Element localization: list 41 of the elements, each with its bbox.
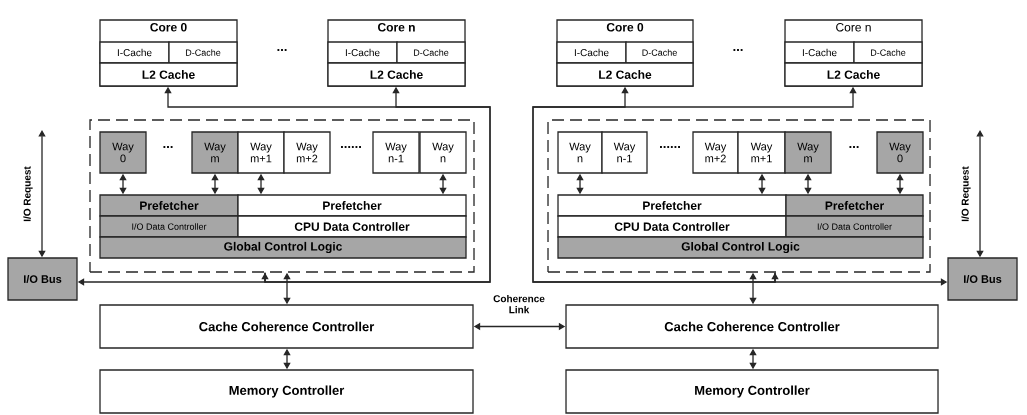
- dashed-box: [89, 119, 475, 273]
- way-box: Way m+2: [692, 131, 739, 174]
- cache-cell: D-Cache: [625, 41, 694, 64]
- ellipsis: ...: [733, 49, 743, 51]
- way-box: Way n: [419, 131, 467, 174]
- controller-box: I/O Data Controller: [99, 215, 239, 238]
- edge-label: I/O Request: [23, 166, 33, 222]
- way-box: Way m+1: [237, 131, 285, 174]
- controller-box: CPU Data Controller: [557, 215, 787, 238]
- way-box: Way m+1: [737, 131, 786, 174]
- prefetcher-box: Prefetcher: [557, 194, 787, 217]
- controller-box: I/O Data Controller: [785, 215, 924, 238]
- controller-box: Cache Coherence Controller: [565, 304, 939, 349]
- way-box: Way m+2: [283, 131, 331, 174]
- dashed-box: [547, 119, 931, 273]
- way-box: Way 0: [876, 131, 924, 174]
- way-box: Way n-1: [601, 131, 648, 174]
- way-box: Way n-1: [372, 131, 420, 174]
- bus-box: I/O Bus: [947, 257, 1018, 301]
- prefetcher-box: Prefetcher: [785, 194, 924, 217]
- bus-box: I/O Bus: [7, 257, 78, 301]
- controller-box: Memory Controller: [99, 369, 474, 414]
- way-box: Way n: [557, 131, 603, 174]
- ellipsis: ...: [163, 146, 173, 148]
- ellipsis: ......: [660, 146, 680, 148]
- prefetcher-box: Prefetcher: [237, 194, 467, 217]
- prefetcher-box: Prefetcher: [99, 194, 239, 217]
- controller-box: Memory Controller: [565, 369, 939, 414]
- cache-cell: D-Cache: [853, 41, 923, 64]
- cache-cell: D-Cache: [168, 41, 238, 64]
- edge-label: I/O Request: [961, 166, 971, 222]
- ellipsis: ......: [341, 146, 361, 148]
- controller-box: CPU Data Controller: [237, 215, 467, 238]
- way-box: Way m: [784, 131, 832, 174]
- way-box: Way m: [191, 131, 239, 174]
- ellipsis: ...: [849, 146, 859, 148]
- ellipsis: ...: [277, 49, 287, 51]
- controller-box: Cache Coherence Controller: [99, 304, 474, 349]
- way-box: Way 0: [99, 131, 147, 174]
- edge-label: Coherence Link: [487, 293, 551, 315]
- cache-cell: D-Cache: [396, 41, 466, 64]
